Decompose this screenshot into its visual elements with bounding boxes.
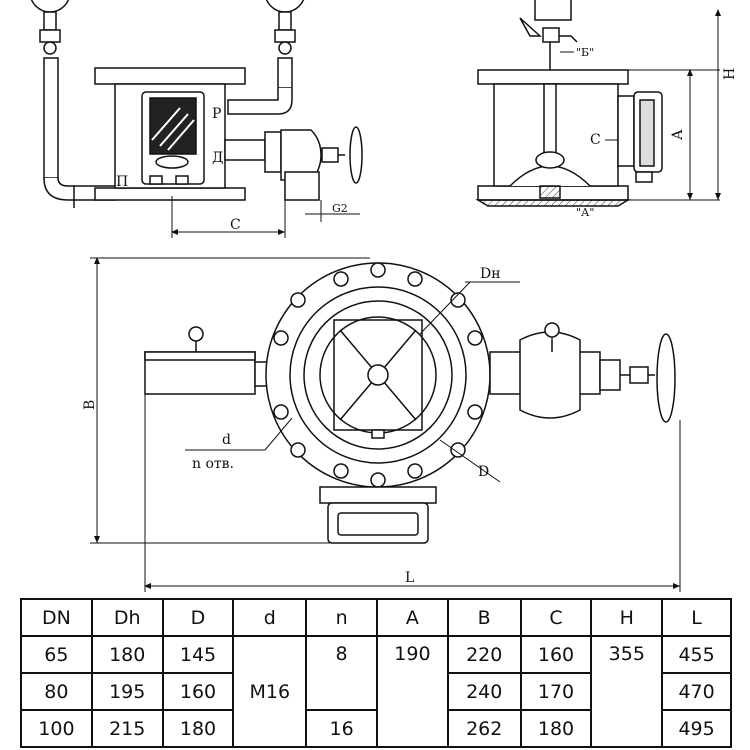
header-cell: L xyxy=(661,598,732,637)
table-cell: 170 xyxy=(519,672,593,711)
header-cell: C xyxy=(519,598,593,637)
header-cell: Dh xyxy=(90,598,164,637)
table-cell: 495 xyxy=(661,709,732,748)
table-cell: 355 xyxy=(590,635,664,748)
label-a-dim: А xyxy=(670,129,686,140)
label-d-small: d xyxy=(222,432,231,448)
label-h-dim: Н xyxy=(722,68,738,80)
label-d-port: Д xyxy=(212,150,223,166)
label-pi-port: П xyxy=(116,174,128,190)
header-cell: D xyxy=(161,598,235,637)
dimensions-table: DN Dh D d n A B C H L 65 180 145 M16 8 1… xyxy=(20,598,732,748)
table-cell: 100 xyxy=(20,709,93,748)
table-row: 100 215 180 16 262 180 495 xyxy=(20,709,732,748)
table-cell: 220 xyxy=(446,635,522,674)
table-cell: 160 xyxy=(519,635,593,674)
label-c-side: С xyxy=(230,217,241,233)
table-header-row: DN Dh D d n A B C H L xyxy=(20,598,732,637)
header-cell: H xyxy=(590,598,664,637)
label-g2: G2 xyxy=(332,202,348,215)
header-cell: B xyxy=(446,598,522,637)
plan-handwheel-icon xyxy=(656,333,676,423)
label-d-dim: D xyxy=(478,464,489,480)
table-cell: 8 xyxy=(305,635,378,711)
header-cell: A xyxy=(376,598,449,637)
table-cell: 16 xyxy=(305,709,378,748)
table-cell: 215 xyxy=(90,709,164,748)
header-cell: d xyxy=(232,598,308,637)
table-row: 80 195 160 240 170 470 xyxy=(20,672,732,711)
gauge-left-icon xyxy=(30,0,70,13)
table-cell: 180 xyxy=(161,709,235,748)
gauge-right-icon xyxy=(265,0,305,13)
table-cell: 470 xyxy=(661,672,732,711)
table-cell: 180 xyxy=(90,635,164,674)
label-l-dim: L xyxy=(405,570,414,586)
table-cell: 145 xyxy=(161,635,235,674)
label-p-port: Р xyxy=(212,106,221,122)
plan-view-dimensions xyxy=(90,257,681,592)
technical-drawing: Р Д П С G2 "Б" "А" С А xyxy=(30,0,738,592)
label-b-mark: "Б" xyxy=(576,46,594,59)
table-cell: 240 xyxy=(446,672,522,711)
valve-handwheel-icon xyxy=(349,126,363,184)
table-cell: 190 xyxy=(376,635,449,748)
table-cell: 195 xyxy=(90,672,164,711)
label-b-dim: B xyxy=(82,400,98,410)
label-a-mark: "А" xyxy=(576,206,594,219)
table-cell: 262 xyxy=(446,709,522,748)
table-cell: 455 xyxy=(661,635,732,674)
table-cell: 80 xyxy=(20,672,93,711)
table-cell: 180 xyxy=(519,709,593,748)
side-view-dimensions xyxy=(171,196,360,238)
plan-view xyxy=(144,262,676,544)
table-cell: 65 xyxy=(20,635,93,674)
table-cell: 160 xyxy=(161,672,235,711)
label-n-holes: n отв. xyxy=(192,456,234,472)
label-dn-dim: Dн xyxy=(480,266,501,282)
front-view xyxy=(475,0,663,207)
bolt-holes xyxy=(273,262,483,488)
table-row: 65 180 145 M16 8 190 220 160 355 455 xyxy=(20,635,732,748)
side-view xyxy=(30,0,363,208)
table-cell: M16 xyxy=(232,635,308,748)
header-cell: DN xyxy=(20,598,93,637)
header-cell: n xyxy=(305,598,378,637)
front-view-dimensions xyxy=(560,9,721,201)
label-c-front: С xyxy=(590,132,601,148)
